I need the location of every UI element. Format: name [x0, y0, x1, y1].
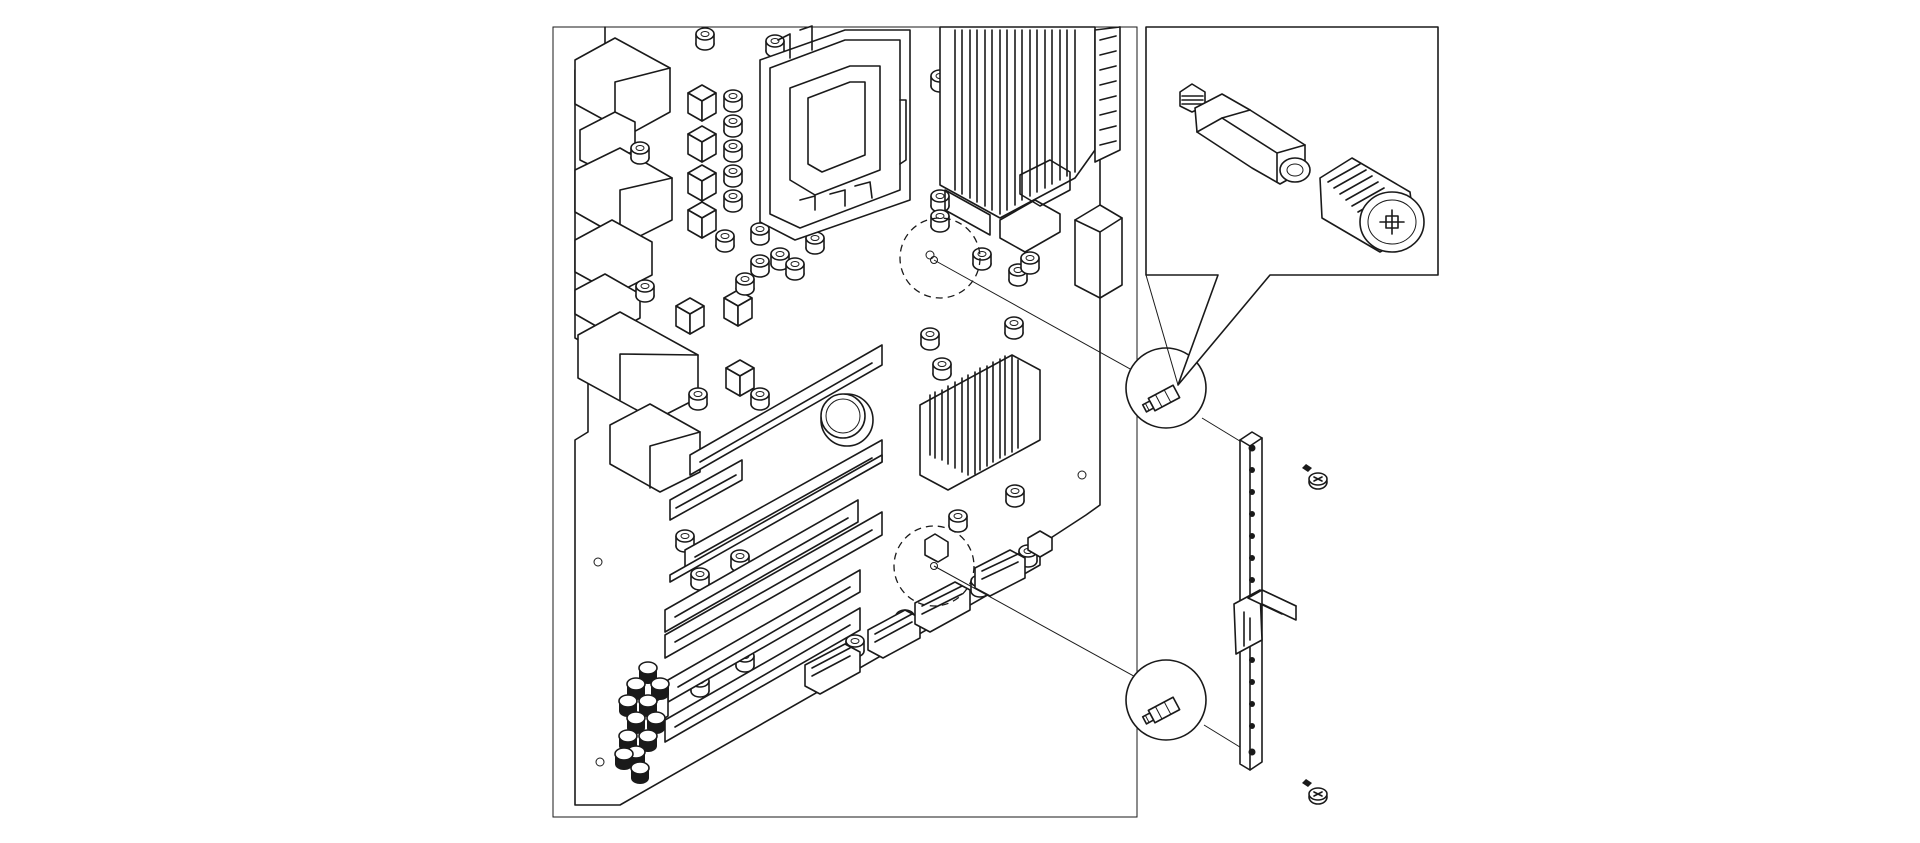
expansion-slots [649, 344, 883, 743]
thumbscrew-detail [1319, 157, 1425, 253]
pin-headers [804, 530, 1053, 695]
standoff-magnifier-bottom [1125, 659, 1207, 741]
rear-io-ports [574, 37, 701, 493]
main-frame [552, 26, 1138, 818]
capacitor-cluster [614, 661, 670, 785]
screw-bottom [1301, 778, 1328, 805]
mounting-hole-top [899, 217, 981, 299]
memory-slots [939, 26, 1123, 299]
screw-top [1301, 463, 1328, 490]
cmos-battery [820, 393, 874, 447]
mounting-bracket [1233, 431, 1297, 771]
cpu-socket [759, 25, 911, 241]
chipset-heatsink [919, 354, 1041, 491]
standoff-detail [1179, 83, 1311, 185]
mounting-hole-bottom [893, 525, 975, 607]
